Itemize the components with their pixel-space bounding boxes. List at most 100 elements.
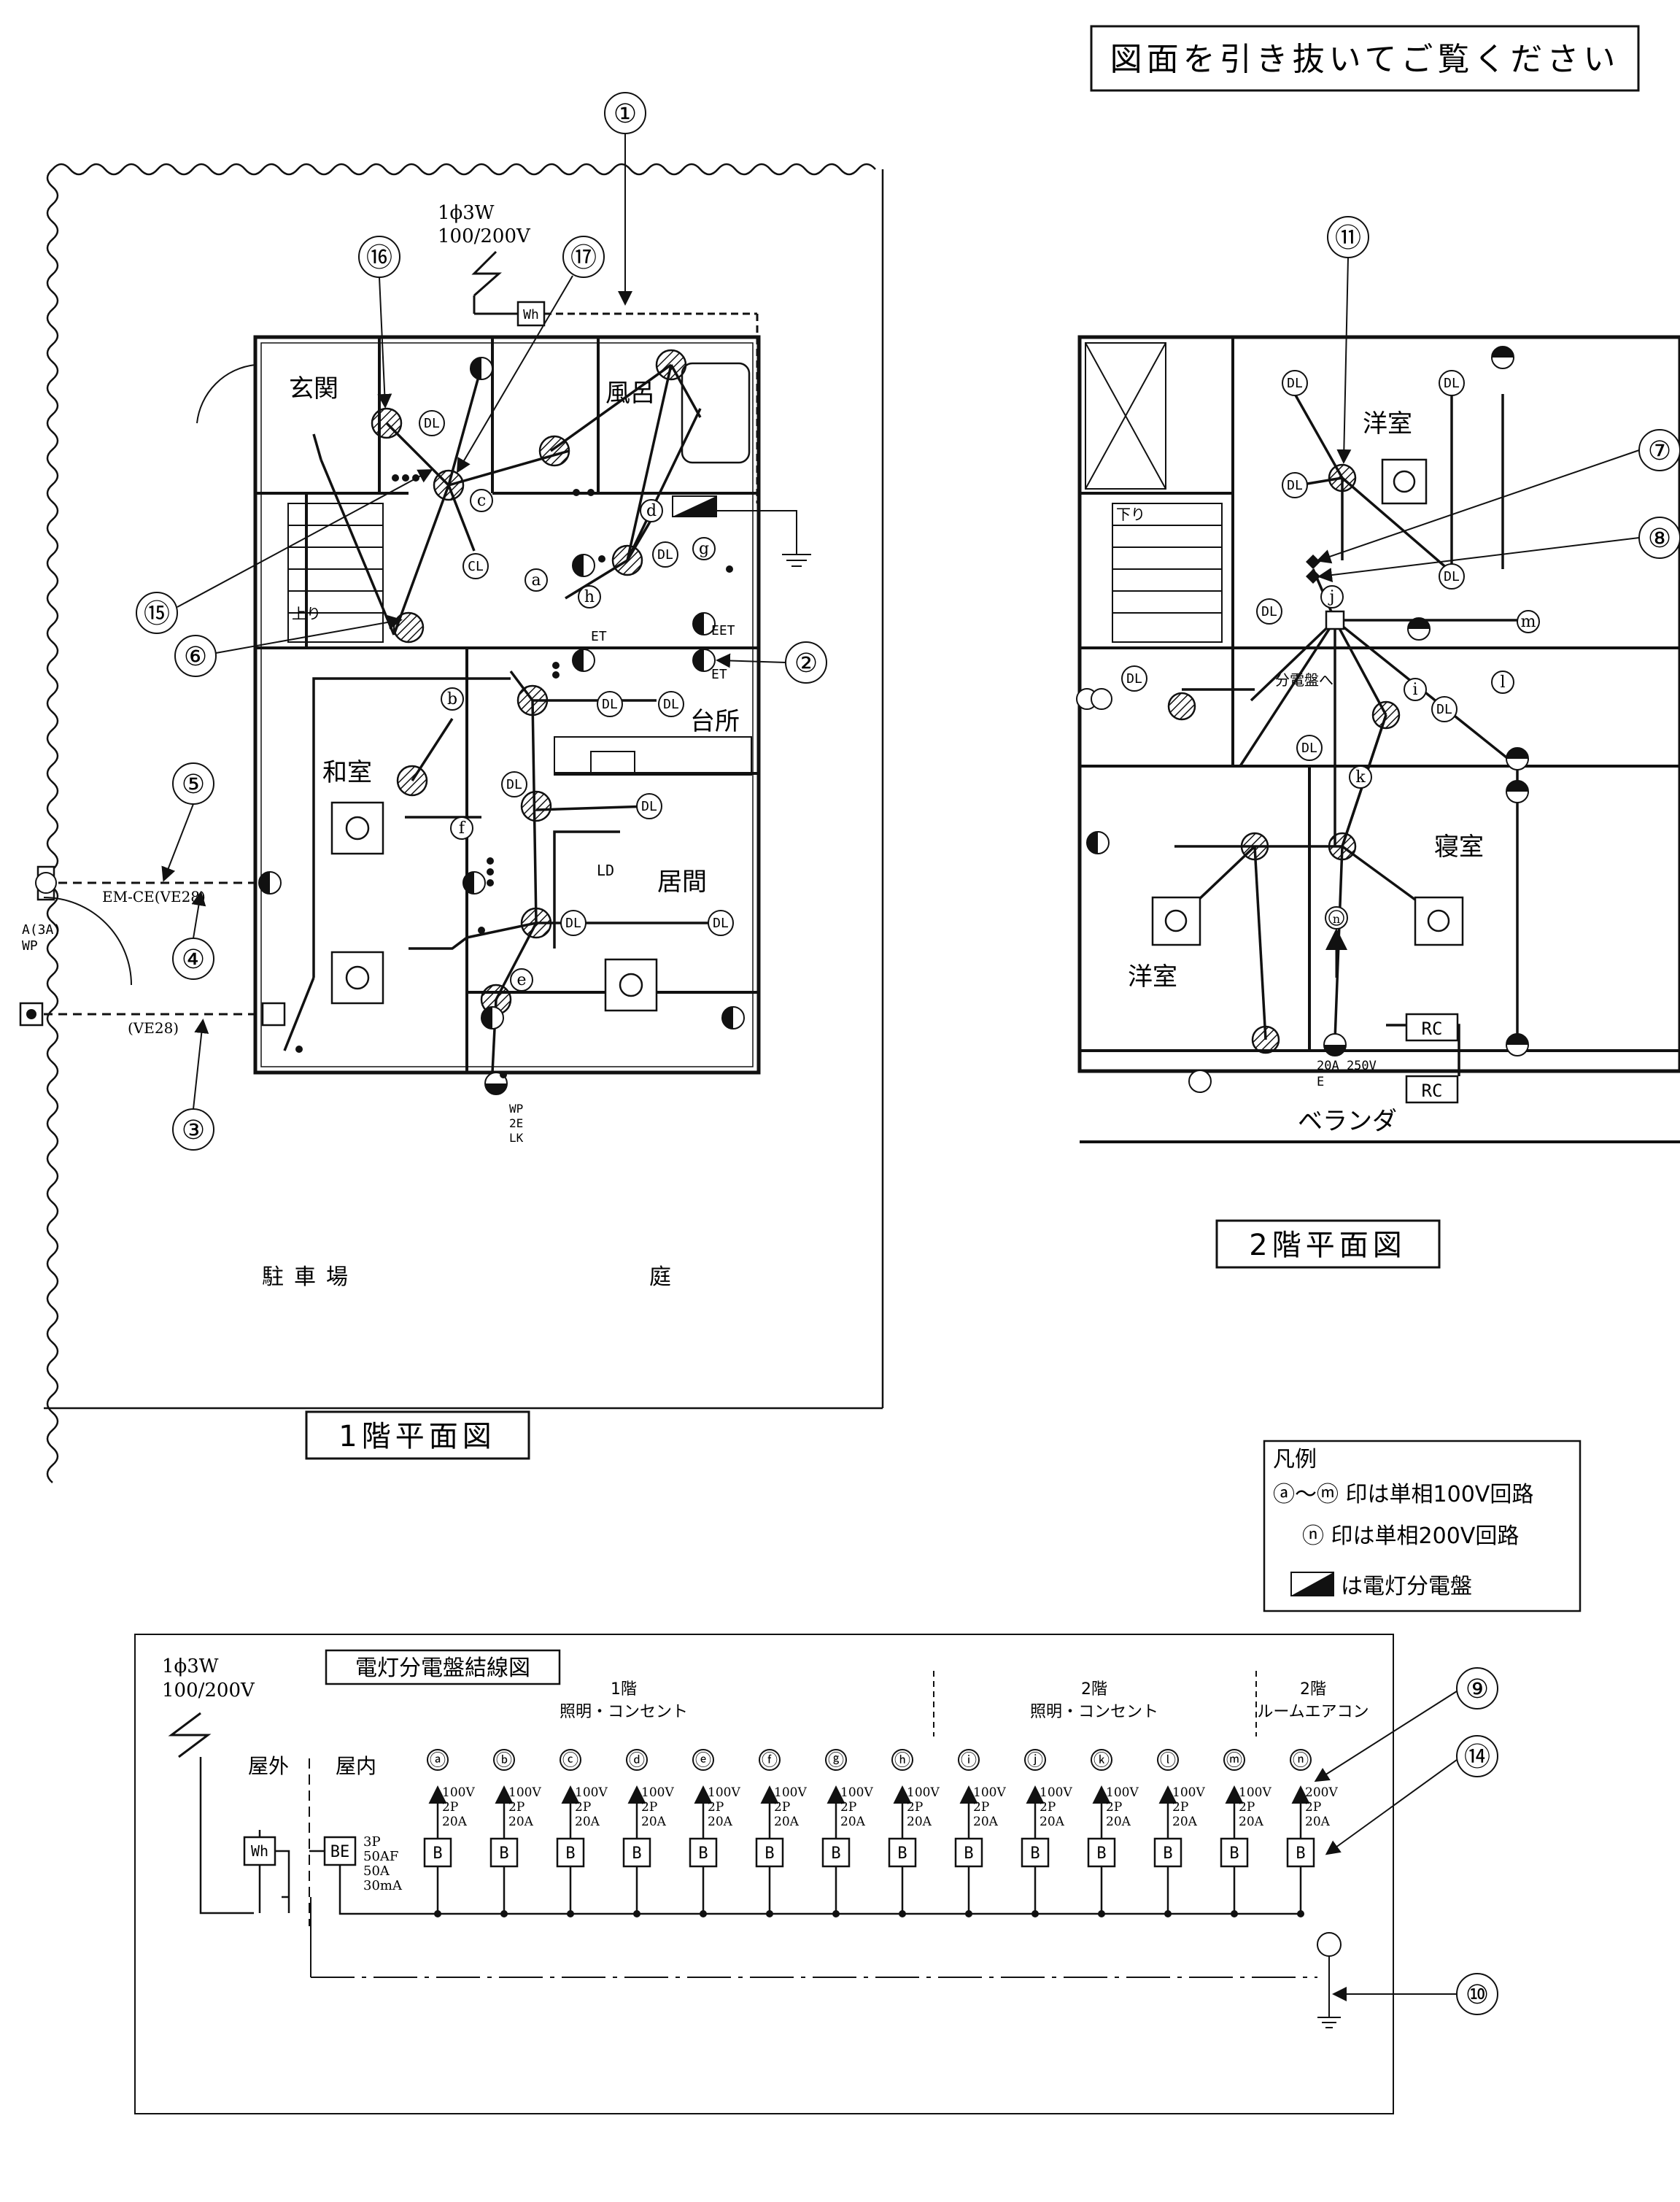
downlight-icon: DL xyxy=(1436,702,1452,717)
floor2-plan: 下り 洋室 寝室 洋室 ベランダ 分電盤へ xyxy=(1076,335,1680,1269)
room-yoshitsu-north: 洋室 xyxy=(1363,409,1412,439)
circuit-spec: 100V xyxy=(907,1785,940,1800)
circuit-spec: 100V xyxy=(1172,1785,1205,1800)
circuit-spec: 20A xyxy=(1239,1815,1264,1829)
group-1f-use: 照明・コンセント xyxy=(560,1703,688,1721)
group-2f-ac-floor: 2階 xyxy=(1300,1680,1326,1699)
circuit-spec: 100V xyxy=(1239,1785,1271,1800)
circuit-marker xyxy=(1024,1749,1046,1771)
circuit-id: ⓕ xyxy=(762,1752,778,1770)
floor1-title-box xyxy=(305,1410,530,1460)
downlight-icon: DL xyxy=(1287,478,1303,493)
f1-wh-meter: Wh xyxy=(523,307,539,322)
breaker-label: B xyxy=(1030,1844,1040,1863)
downlight-icon: DL xyxy=(713,916,729,931)
svg-text:f: f xyxy=(459,819,466,838)
rc-outdoor-unit: RC xyxy=(1422,1081,1443,1101)
circuit-id: ⓗ xyxy=(894,1752,910,1770)
circuit-marker xyxy=(759,1749,781,1771)
circuit-marker xyxy=(692,1749,714,1771)
circuit-spec: 2P xyxy=(508,1800,524,1815)
circuit-spec: 2P xyxy=(774,1800,790,1815)
ceiling-light-icon xyxy=(396,765,428,797)
site-boundary-left xyxy=(46,169,59,1483)
circuit-spec: 2P xyxy=(1305,1800,1321,1815)
breaker-box xyxy=(1087,1837,1116,1868)
panel-wh: Wh xyxy=(251,1842,268,1860)
downlight-icon: DL xyxy=(641,799,657,814)
circuit-id: ⓚ xyxy=(1093,1752,1110,1770)
rc-indoor-unit: RC xyxy=(1422,1019,1443,1039)
group-2f-ac-use: ルームエアコン xyxy=(1257,1703,1369,1721)
f1-et-label-2: ET xyxy=(711,667,727,682)
svg-text:h: h xyxy=(584,588,595,606)
callout-10: ⑩ xyxy=(1466,1980,1489,2010)
circuit-spec: 20A xyxy=(641,1815,667,1829)
breaker-box xyxy=(954,1837,983,1868)
ceiling-light-icon xyxy=(371,407,403,439)
callout-11: ⑪ xyxy=(1335,223,1361,253)
be-spec-af: 50AF xyxy=(363,1849,398,1864)
circuit-marker xyxy=(560,1749,581,1771)
circuit-spec: 20A xyxy=(1172,1815,1198,1829)
f1-ld-label: LD xyxy=(597,862,614,879)
svg-text:a: a xyxy=(531,571,541,590)
circuit-id: ⓜ xyxy=(1226,1752,1242,1770)
breaker-label: B xyxy=(764,1844,774,1863)
circuit-spec: 100V xyxy=(840,1785,873,1800)
downlight-icon: DL xyxy=(1444,376,1460,391)
downlight-icon: DL xyxy=(506,777,522,792)
breaker-label: B xyxy=(831,1844,840,1863)
be-spec-a: 50A xyxy=(363,1863,390,1879)
bus-junction xyxy=(766,1910,773,1917)
circuit-spec: 100V xyxy=(774,1785,807,1800)
svg-text:c: c xyxy=(477,492,486,510)
instruction-box: 図面を引き抜いてご覧ください xyxy=(1090,25,1640,92)
f1-outlets xyxy=(258,357,745,1095)
room-veranda: ベランダ xyxy=(1298,1107,1397,1136)
room-yoshitsu-south: 洋室 xyxy=(1128,962,1177,992)
panel-outdoor: 屋外 xyxy=(248,1754,289,1778)
downlight-icon: DL xyxy=(1261,604,1277,619)
f2-outlet-200v-e: E xyxy=(1317,1075,1324,1089)
be-spec-poles: 3P xyxy=(363,1834,381,1850)
circuit-id: ⓓ xyxy=(629,1752,645,1770)
circuit-id: ⓑ xyxy=(496,1752,512,1770)
callout-16: ⑯ xyxy=(366,243,392,273)
bus-junction xyxy=(700,1910,707,1917)
circuit-spec: 100V xyxy=(973,1785,1006,1800)
downlight-icon: DL xyxy=(1126,671,1142,687)
callout-7: ⑦ xyxy=(1648,436,1671,466)
f1-cable-em: EM-CE(VE28) xyxy=(102,888,206,905)
breaker-label: B xyxy=(499,1844,508,1863)
circuit-marker xyxy=(1157,1749,1179,1771)
area-garden: 庭 xyxy=(649,1264,671,1290)
circuit-id: ⓝ xyxy=(1293,1752,1309,1770)
circuit-spec: 20A xyxy=(708,1815,733,1829)
group-2f-floor: 2階 xyxy=(1081,1680,1107,1699)
svg-text:b: b xyxy=(447,690,457,708)
group-2f-use: 照明・コンセント xyxy=(1030,1703,1158,1721)
circuit-spec: 2P xyxy=(708,1800,724,1815)
circuit-marker xyxy=(825,1749,847,1771)
callout-8: ⑧ xyxy=(1648,524,1671,554)
floor2-title-box xyxy=(1215,1219,1441,1269)
circuit-spec: 20A xyxy=(774,1815,800,1829)
downlight-icon: DL xyxy=(1444,569,1460,584)
svg-text:d: d xyxy=(646,502,657,520)
panel-wiring-diagram: 電灯分電盤結線図 1ϕ3W 100/200V 屋外 屋内 Wh BE 3P 50… xyxy=(134,1634,1394,2114)
legend-line-200v: ⓝ 印は単相200V回路 xyxy=(1302,1523,1519,1549)
callout-3: ③ xyxy=(182,1116,205,1146)
breaker-label: B xyxy=(1296,1844,1305,1863)
legend-title: 凡例 xyxy=(1273,1447,1317,1472)
breaker-circuits: ⓐ100V2P20ABⓑ100V2P20ABⓒ100V2P20ABⓓ100V2P… xyxy=(423,1749,1338,1917)
f1-supply-voltage: 100/200V xyxy=(438,225,531,247)
callout-17: ⑰ xyxy=(570,243,597,273)
circuit-marker xyxy=(1290,1749,1312,1771)
circuit-spec: 20A xyxy=(508,1815,534,1829)
breaker-label: B xyxy=(698,1844,708,1863)
breaker-label: B xyxy=(964,1844,973,1863)
callout-14: ⑭ xyxy=(1464,1742,1490,1772)
circuit-id: ⓖ xyxy=(828,1752,844,1770)
circuit-spec: 2P xyxy=(840,1800,856,1815)
